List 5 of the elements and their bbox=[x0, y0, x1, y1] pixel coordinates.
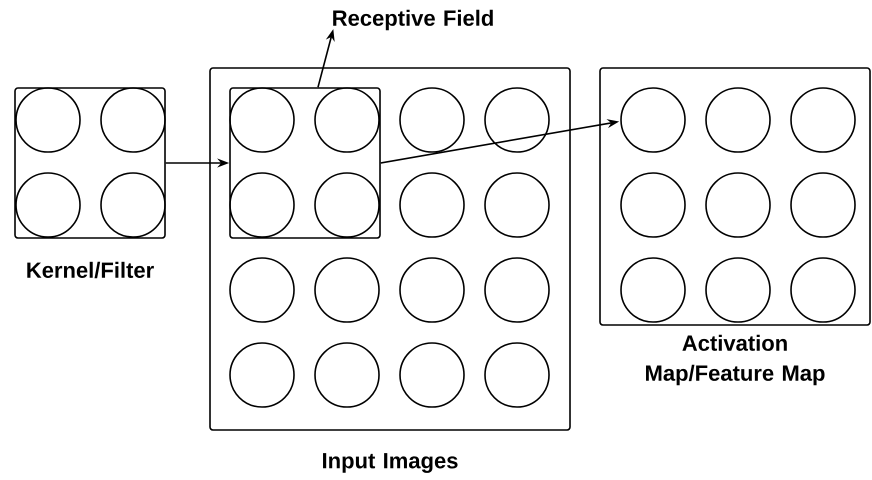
box-label: Activation Map/Feature Map bbox=[646, 334, 825, 386]
box-label: Receptive Field bbox=[333, 10, 493, 30]
receptive-field-box bbox=[229, 87, 381, 239]
box-label: Input Images bbox=[323, 453, 458, 473]
box-label: Kernel/Filter bbox=[27, 262, 154, 278]
